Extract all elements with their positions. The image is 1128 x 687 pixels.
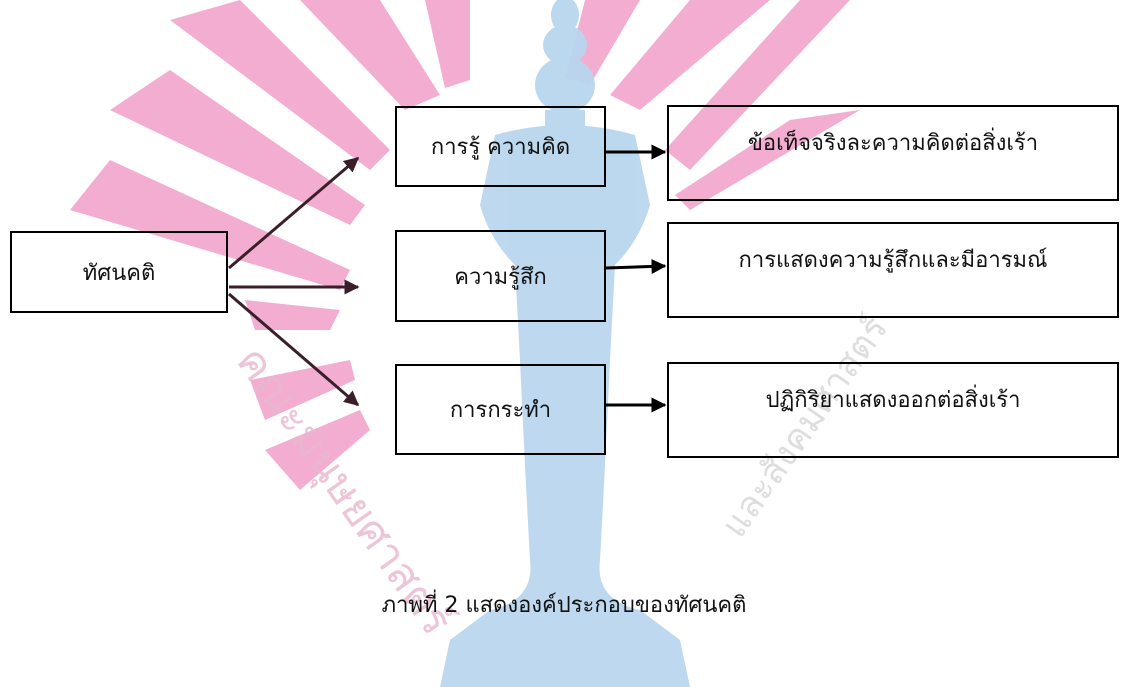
node-result-behavioral: ปฏิกิริยาแสดงออกต่อสิ่งเร้า [667,362,1119,458]
node-result-affective: การแสดงความรู้สึกและมีอารมณ์ [667,222,1119,318]
node-label: ความรู้สึก [454,264,547,290]
node-label: การแสดงความรู้สึกและมีอารมณ์ [738,248,1048,273]
figure-caption: ภาพที่ 2 แสดงองค์ประกอบของทัศนคติ [381,593,747,618]
node-cognitive: การรู้ ความคิด [395,106,606,187]
node-attitude: ทัศนคติ [10,231,228,313]
node-label: ปฏิกิริยาแสดงออกต่อสิ่งเร้า [765,388,1021,413]
node-behavioral: การกระทำ [395,364,606,455]
node-affective: ความรู้สึก [395,230,606,322]
arrow-root-to-behavioral [228,292,360,407]
node-result-cognitive: ข้อเท็จจริงละความคิดต่อสิ่งเร้า [667,105,1119,201]
node-label: ทัศนคติ [82,260,156,286]
node-label: การรู้ ความคิด [430,135,571,160]
arrow-affective-to-result [605,258,667,274]
node-label: ข้อเท็จจริงละความคิดต่อสิ่งเร้า [747,131,1039,156]
node-label: การกระทำ [449,398,552,423]
arrow-root-to-cognitive [228,156,360,270]
